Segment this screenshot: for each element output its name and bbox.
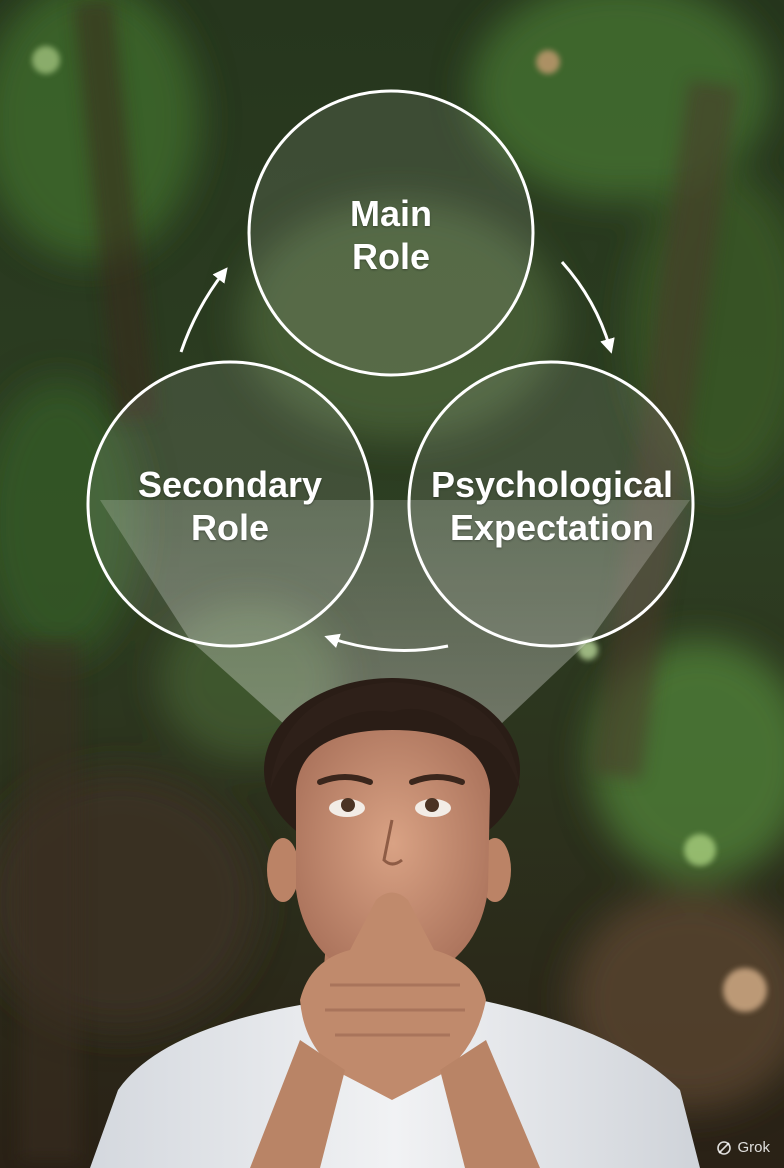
person-figure	[90, 678, 700, 1168]
grok-logo-icon	[717, 1140, 732, 1155]
arrow-main-to-psych	[560, 261, 615, 354]
psychological-expectation-label: Psychological Expectation	[430, 464, 674, 548]
grok-watermark: Grok	[716, 1139, 770, 1156]
main-role-circle	[247, 89, 535, 377]
watermark-text: Grok	[737, 1139, 770, 1156]
arrow-psych-to-secondary	[324, 633, 449, 652]
secondary-role-label: Secondary Role	[137, 464, 323, 548]
psychological-expectation-circle	[407, 360, 695, 648]
secondary-role-circle	[86, 360, 374, 648]
main-role-label: Main Role	[349, 193, 432, 277]
arrow-secondary-to-main	[179, 267, 228, 353]
